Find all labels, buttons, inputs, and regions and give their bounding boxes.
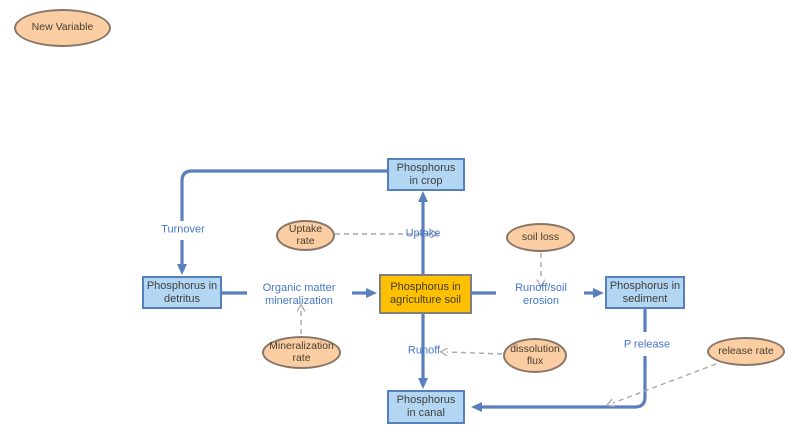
stock-phosphorus-in-sediment[interactable]: Phosphorus in sediment (605, 276, 685, 309)
link-dissolution-flux[interactable] (447, 352, 503, 354)
flow-label-runoff[interactable]: Runoff (407, 344, 441, 357)
link-release-rate[interactable] (613, 363, 717, 403)
stock-phosphorus-in-canal[interactable]: Phosphorus in canal (387, 390, 465, 424)
stock-phosphorus-in-agriculture-soil[interactable]: Phosphorus in agriculture soil (379, 274, 472, 314)
aux-uptake-rate[interactable]: Uptake rate (276, 220, 335, 251)
stock-phosphorus-in-crop[interactable]: Phosphorus in crop (387, 158, 465, 191)
aux-release-rate[interactable]: release rate (707, 337, 785, 366)
flow-label-p-release[interactable]: P release (623, 338, 671, 351)
aux-soil-loss[interactable]: soil loss (506, 223, 575, 252)
stock-phosphorus-in-detritus[interactable]: Phosphorus in detritus (142, 276, 222, 309)
flow-turnover-connector[interactable] (177, 169, 387, 275)
aux-mineralization-rate[interactable]: Mineralization rate (262, 336, 341, 369)
flow-label-organic-matter-mineralization[interactable]: Organic matter mineralization (262, 282, 336, 307)
new-variable-ellipse[interactable]: New Variable (14, 9, 111, 47)
flow-label-turnover[interactable]: Turnover (161, 223, 205, 236)
flow-label-uptake[interactable]: Uptake (405, 227, 441, 240)
aux-dissolution-flux[interactable]: dissolution flux (503, 338, 567, 373)
flow-label-runoff-soil-erosion[interactable]: Runoff/soil erosion (515, 282, 567, 307)
